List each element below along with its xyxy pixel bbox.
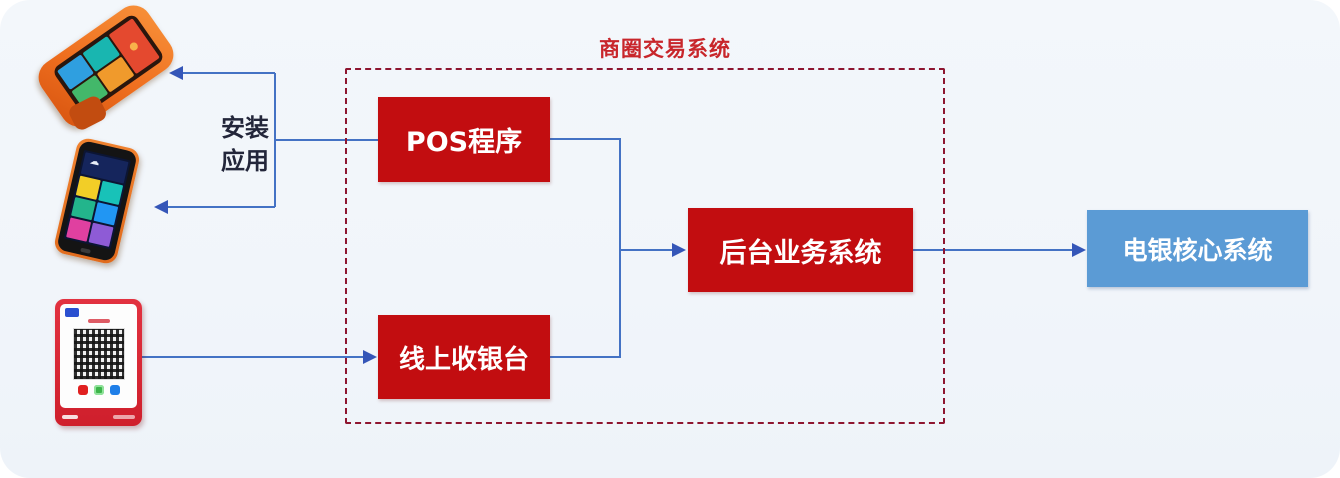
qr-card-panel xyxy=(60,304,137,408)
qr-code xyxy=(72,328,125,380)
qr-card-caption-bar xyxy=(87,319,110,323)
node-core-banking-system: 电银核心系统 xyxy=(1087,210,1308,287)
pos-terminal-body xyxy=(31,0,181,134)
smart-pos-front xyxy=(56,139,138,263)
trading-system-boundary xyxy=(345,68,945,424)
smart-pos-screen xyxy=(63,149,131,250)
payment-icon-green xyxy=(93,385,104,395)
home-button xyxy=(80,247,91,254)
payment-brand-logo xyxy=(65,308,79,317)
node-pos-app: POS程序 xyxy=(378,97,550,182)
smart-pos-phone-image xyxy=(32,136,162,266)
qr-card-footer xyxy=(60,412,137,422)
pos-terminal-screen xyxy=(51,12,166,116)
node-backend-business-system: 后台业务系统 xyxy=(688,208,913,292)
payment-icon-blue xyxy=(109,385,120,395)
payment-method-icons xyxy=(77,385,120,395)
trading-system-title: 商圈交易系统 xyxy=(599,37,731,61)
install-app-label: 安装应用 xyxy=(221,114,269,175)
arrowhead-to-core xyxy=(1072,243,1086,257)
smart-pos-body xyxy=(52,136,142,266)
node-online-cashier: 线上收银台 xyxy=(378,315,550,399)
qr-payment-code-card-image xyxy=(55,299,142,426)
handheld-pos-terminal-image xyxy=(26,0,186,134)
payment-icon-red xyxy=(77,385,88,395)
